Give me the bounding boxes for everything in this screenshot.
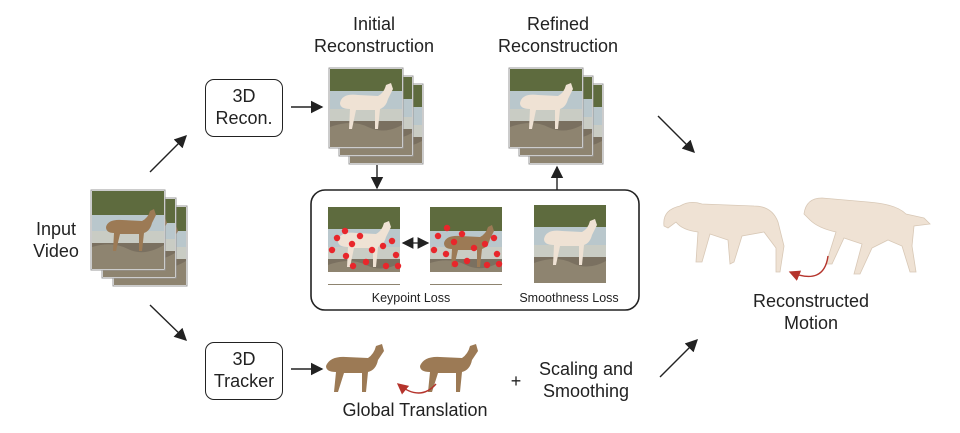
input-video-label: Input Video (33, 219, 79, 261)
input-video-stack (90, 189, 188, 287)
keypoint-dots-right (430, 224, 503, 269)
translation-deer-left (326, 344, 384, 392)
arrow-input-to-tracker (149, 304, 188, 341)
plus-sign: + (510, 371, 522, 391)
refined-reconstruction-label: Refined Reconstruction (497, 14, 619, 56)
reconstructed-motion-label: Reconstructed Motion (752, 291, 870, 333)
output-deer-left (663, 202, 785, 273)
arrow-refined-to-output (657, 115, 695, 153)
3d-recon-box: 3D Recon. (205, 79, 283, 137)
translation-curve-arrow (396, 383, 437, 395)
smoothness-loss-label: Smoothness Loss (519, 291, 619, 305)
output-deer-right (803, 197, 931, 275)
3d-recon-label: 3D Recon. (215, 86, 273, 128)
motion-curve-arrow (788, 255, 829, 281)
keypoint-loss-label: Keypoint Loss (371, 291, 451, 305)
refined-reconstruction-stack (508, 67, 604, 165)
arrow-scaling-to-output (659, 339, 698, 378)
initial-reconstruction-label: Initial Reconstruction (313, 14, 435, 56)
initial-reconstruction-stack (328, 67, 424, 165)
3d-tracker-label: 3D Tracker (213, 349, 275, 391)
3d-tracker-box: 3D Tracker (205, 342, 283, 400)
keypoint-dots-left (328, 227, 402, 270)
scaling-smoothing-label: Scaling and Smoothing (538, 359, 634, 401)
global-translation-label: Global Translation (342, 400, 488, 420)
optimization-box (310, 189, 640, 311)
smoothness-image (534, 205, 606, 283)
translation-deer-right (420, 344, 478, 392)
arrow-input-to-recon (149, 135, 187, 173)
